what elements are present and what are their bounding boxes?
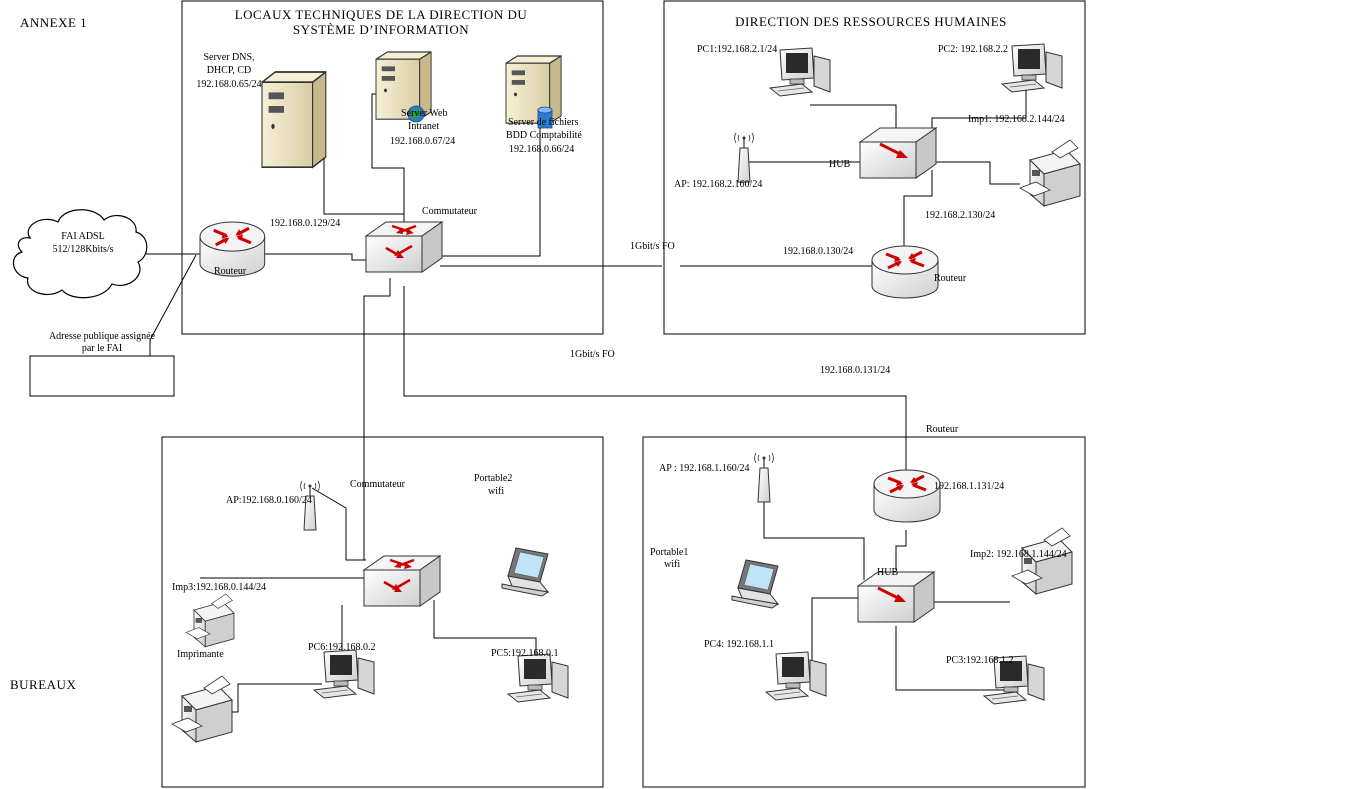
frame-dsi <box>181 0 604 335</box>
public-address-box <box>29 355 175 397</box>
imp1-label: Imp1: 192.168.2.144/24 <box>968 114 1065 125</box>
web-label-line1: Server Web <box>401 108 448 119</box>
link-imprimante-pc6 <box>228 683 322 713</box>
file-label-line2: BDD Comptabilité <box>506 130 582 141</box>
router-drh-label: Routeur <box>934 273 967 284</box>
pc2-label: PC2: 192.168.2.2 <box>938 44 1009 55</box>
imprimante-label: Imprimante <box>177 649 224 660</box>
laptop-portable2-icon <box>501 547 549 597</box>
switch-bureaux-left-label: Commutateur <box>350 479 405 490</box>
laptop-portable1-icon <box>731 559 779 609</box>
router-bureaux-right-ip: 192.168.1.131/24 <box>934 481 1005 492</box>
dns-ip: 192.168.0.65/24 <box>196 79 262 90</box>
link-ap-switch-left <box>311 487 366 561</box>
router-drh-ip: 192.168.0.130/24 <box>783 246 854 257</box>
router-bottom-right-label: Routeur <box>926 424 959 435</box>
fai-label-line1: FAI ADSL <box>61 231 105 242</box>
router-dsi-ip: 192.168.0.129/24 <box>270 218 341 229</box>
hub-drh-label: HUB <box>829 159 851 170</box>
link-hub-router-drh <box>903 170 933 246</box>
ap-drh-label: AP: 192.168.2.160/24 <box>674 179 763 190</box>
link-switch-bureaux-left <box>363 278 391 560</box>
fai-label-line2: 512/128Kbits/s <box>52 244 114 255</box>
ap-bureaux-right-icon <box>754 452 774 503</box>
ap-drh-icon <box>734 132 754 183</box>
pc2-icon <box>1001 43 1063 93</box>
pc4-label: PC4: 192.168.1.1 <box>704 639 775 650</box>
router-dsi-label: Routeur <box>214 266 247 277</box>
pc3-label: PC3:192.168.1.2 <box>946 655 1014 666</box>
hub-bureaux-right-icon <box>857 571 935 623</box>
router-bureaux-right-icon <box>872 468 942 524</box>
frame-drh <box>663 0 1086 335</box>
pc6-label: PC6:192.168.0.2 <box>308 642 376 653</box>
dsi-title-line1: LOCAUX TECHNIQUES DE LA DIRECTION DU <box>234 7 528 22</box>
router-drh-icon <box>870 244 940 300</box>
links <box>138 90 1027 713</box>
pc5-label: PC5:192.168.0.1 <box>491 648 559 659</box>
annexe-label: ANNEXE 1 <box>20 15 88 30</box>
web-ip: 192.168.0.67/24 <box>390 136 456 147</box>
file-ip: 192.168.0.66/24 <box>509 144 575 155</box>
drh-title: DIRECTION DES RESSOURCES HUMAINES <box>735 14 1007 29</box>
link-pc1-hub <box>810 104 897 130</box>
link-pc4-hub <box>811 597 860 660</box>
link-switch-pc5 <box>433 600 537 660</box>
fo-label-bottom: 1Gbit/s FO <box>570 349 615 360</box>
database-icon <box>537 106 553 129</box>
printer-imp2-icon <box>1011 527 1073 595</box>
imp3-label: Imp3:192.168.0.144/24 <box>172 582 267 593</box>
frame-bureaux-left <box>161 436 604 788</box>
portable2-label-line2: wifi <box>488 486 505 497</box>
file-server-icon <box>505 55 562 124</box>
pc4-icon <box>765 651 827 701</box>
portable1-label-line2: wifi <box>664 559 681 570</box>
link-router-hub-right <box>895 530 907 570</box>
portable1-label-line1: Portable1 <box>650 547 689 558</box>
ap-bureaux-right-label: AP : 192.168.1.160/24 <box>659 463 750 474</box>
public-address-line1: Adresse publique assignée <box>48 331 156 342</box>
hub-drh-ip: 192.168.2.130/24 <box>925 210 996 221</box>
imp2-label: Imp2: 192.168.1.144/24 <box>970 549 1067 560</box>
dns-label-line2: DHCP, CD <box>206 65 252 76</box>
switch-dsi-label: Commutateur <box>422 206 477 217</box>
link-router-switch <box>264 253 366 261</box>
dns-label-line1: Server DNS, <box>203 52 255 63</box>
hub-drh-icon <box>859 127 937 179</box>
frame-bureaux-right <box>642 436 1086 788</box>
switch-dsi-icon <box>365 221 443 273</box>
switch-bureaux-left-icon <box>363 555 441 607</box>
file-label-line1: Server de fichiers <box>508 117 579 128</box>
frames <box>29 0 1086 788</box>
printer-imprimante-icon <box>171 675 233 743</box>
ap-bureaux-left-label: AP:192.168.0.160/24 <box>226 495 312 506</box>
pc6-icon <box>313 649 375 699</box>
hub-bureaux-right-label: HUB <box>877 567 899 578</box>
pc1-label: PC1:192.168.2.1/24 <box>697 44 778 55</box>
pc1-icon <box>769 47 831 97</box>
link-hub-pc3 <box>895 626 1004 691</box>
printer-imp1-icon <box>1019 139 1081 207</box>
link-public-address <box>149 254 197 356</box>
globe-icon <box>407 105 425 123</box>
link-switch-router-bottom <box>403 286 907 470</box>
public-address-line2: par le FAI <box>81 343 123 354</box>
fo-label-top: 1Gbit/s FO <box>630 241 675 252</box>
link-file-switch <box>440 128 541 257</box>
pc5-icon <box>507 653 569 703</box>
bureaux-label: BUREAUX <box>10 677 77 692</box>
fai-cloud <box>12 209 148 299</box>
printer-imp3-icon <box>185 593 235 648</box>
ip-131-label: 192.168.0.131/24 <box>820 365 891 376</box>
link-ap-hub-right <box>763 502 865 580</box>
portable2-label-line1: Portable2 <box>474 473 513 484</box>
web-label-line2: Intranet <box>408 121 440 132</box>
dsi-title-line2: SYSTÈME D’INFORMATION <box>292 22 470 37</box>
